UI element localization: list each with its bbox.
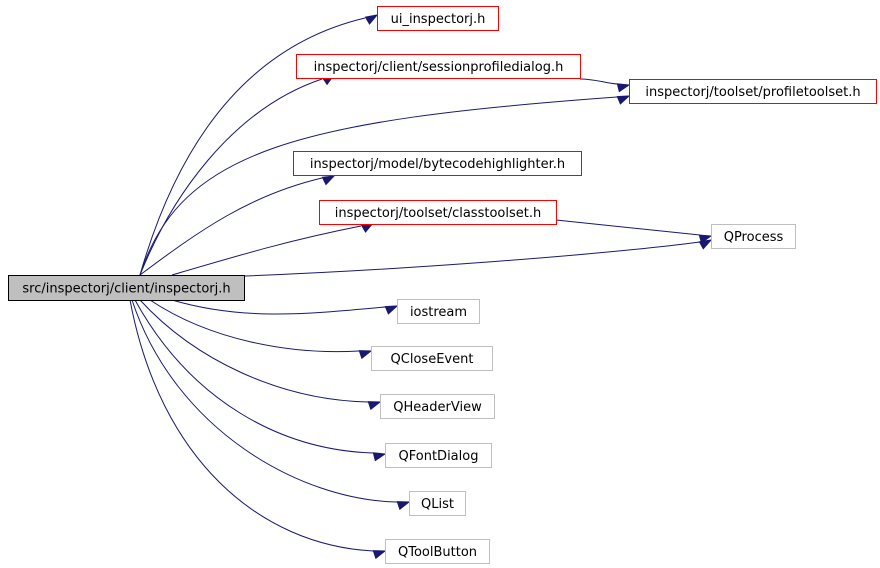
node-box [8,275,245,301]
node-spd[interactable]: inspectorj/client/sessionprofiledialog.h [296,54,581,79]
arrowhead-icon [616,83,631,93]
node-label: QProcess [724,230,784,245]
node-label: QList [421,497,454,512]
edge-line [171,225,362,276]
node-box [397,299,480,324]
edge-root-to-pts [139,95,631,276]
arrowhead-icon [321,175,336,186]
node-box[interactable] [319,200,557,225]
node-label: QFontDialog [399,449,479,464]
node-qfontdialog: QFontDialog [385,443,492,468]
arrowhead-icon [367,401,382,411]
edge-line [139,17,366,276]
edge-root-to-bch [139,175,336,276]
node-box [385,539,490,564]
arrowhead-icon [698,234,713,244]
node-label[interactable]: inspectorj/toolset/profiletoolset.h [645,85,860,100]
node-label[interactable]: inspectorj/client/sessionprofiledialog.h [314,60,564,75]
nodes-layer: src/inspectorj/client/inspectorj.h ui_ins… [8,6,877,564]
node-label[interactable]: ui_inspectorj.h [391,12,486,27]
edge-root-to-qfontdialog [134,299,387,462]
edge-root-to-qlist [131,299,411,511]
node-iostream: iostream [397,299,480,324]
edge-line [171,299,386,315]
edge-root-to-qheaderview [139,299,382,411]
node-box [711,224,796,249]
node-qlist: QList [409,491,466,516]
node-label: QCloseEvent [391,352,474,367]
node-box[interactable] [629,79,877,104]
node-box [371,346,493,371]
edge-line [579,78,618,85]
node-box [380,394,495,419]
node-qheaderview: QHeaderView [380,394,495,419]
edge-line [131,299,398,503]
node-root: src/inspectorj/client/inspectorj.h [8,275,245,301]
node-box[interactable] [293,151,582,176]
edge-root-to-qcloseevent [149,299,373,360]
node-label: src/inspectorj/client/inspectorj.h [22,282,230,297]
node-label[interactable]: inspectorj/model/bytecodehighlighter.h [310,157,565,172]
node-label: iostream [410,305,467,320]
node-pts[interactable]: inspectorj/toolset/profiletoolset.h [629,79,877,104]
edge-line [243,241,701,277]
node-box[interactable] [377,6,499,31]
arrowhead-icon [372,550,387,560]
node-box[interactable] [296,54,581,79]
edge-line [139,299,369,403]
node-qcloseevent: QCloseEvent [371,346,493,371]
arrowhead-icon [384,305,399,315]
node-qtoolbutton: QToolButton [385,539,490,564]
edge-line [139,78,323,276]
arrowhead-icon [372,452,387,462]
edge-line [129,299,374,552]
edge-line [134,299,374,454]
node-qprocess: QProcess [711,224,796,249]
edge-spd-to-pts [579,78,631,93]
arrowhead-icon [616,95,631,105]
arrowhead-icon [364,14,379,25]
node-label: QToolButton [398,545,477,560]
edge-root-to-qtoolbutton [129,299,387,560]
node-label: QHeaderView [393,400,482,415]
node-ui[interactable]: ui_inspectorj.h [377,6,499,31]
edge-root-to-ui [139,14,379,276]
edge-root-to-iostream [171,299,399,315]
node-box [385,443,492,468]
edges-layer [129,14,713,560]
node-label[interactable]: inspectorj/toolset/classtoolset.h [335,206,541,221]
edge-line [555,219,701,236]
edge-root-to-qprocess [243,239,713,277]
arrowhead-icon [358,350,373,360]
edge-line [149,299,360,353]
edge-line [139,96,618,276]
node-box [409,491,466,516]
arrowhead-icon [396,501,411,511]
edge-line [139,177,323,276]
edge-cts-to-qprocess [555,219,713,244]
node-bch[interactable]: inspectorj/model/bytecodehighlighter.h [293,151,582,176]
node-cts[interactable]: inspectorj/toolset/classtoolset.h [319,200,557,225]
